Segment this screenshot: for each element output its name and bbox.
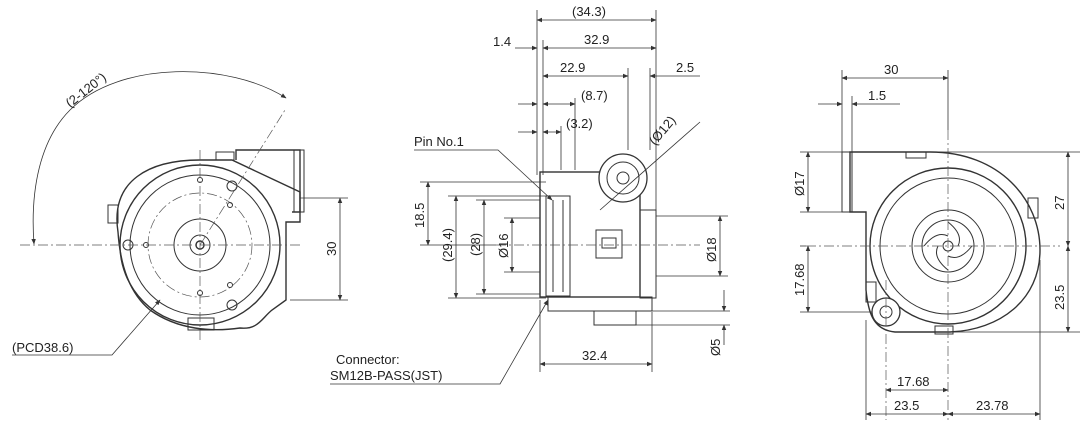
front-angle-arc	[31, 71, 287, 245]
side-bore-core	[616, 171, 630, 185]
front-pcd-label: (PCD38.6)	[12, 340, 73, 355]
front-dot-4	[227, 202, 233, 208]
rear-lower-label: 23.5	[1052, 285, 1067, 310]
side-offset-label: 1.4	[493, 34, 511, 49]
rear-lip-label: 1.5	[868, 88, 886, 103]
rear-fan-blades	[923, 221, 973, 271]
rear-bottom-right-label: 23.78	[976, 398, 1009, 413]
rear-bottom-left-label: 23.5	[894, 398, 919, 413]
rear-outlet-lip	[841, 151, 853, 213]
front-dot-5	[227, 282, 233, 288]
side-bore-label: (Ø12)	[646, 113, 679, 148]
side-pin-label: Pin No.1	[414, 134, 464, 149]
rear-view: 30 1.5 Ø17 17.68 27 23.5 17.68 23.5 23.7…	[792, 62, 1080, 420]
side-h2-label: (29.4)	[440, 228, 455, 262]
side-width-label: 32.4	[582, 348, 607, 363]
side-view: (34.3) 1.4 32.9 22.9 2.5 (8.7) (3.2) (Ø1…	[330, 4, 730, 385]
side-small-label: (3.2)	[566, 116, 593, 131]
side-total-label: (34.3)	[572, 4, 606, 19]
side-bore-leader	[599, 121, 701, 211]
side-outlet	[593, 310, 637, 326]
side-h4-label: Ø16	[496, 233, 511, 258]
front-view: (2-120°) (PCD38.6) 30	[12, 70, 348, 356]
side-bore-outer	[598, 153, 648, 203]
front-outlet-lip	[293, 149, 305, 213]
rear-tab-bottom	[934, 325, 954, 335]
front-tab-bottom	[187, 317, 215, 331]
side-motor-inner	[601, 237, 617, 249]
side-motor-block	[595, 229, 623, 259]
side-h3-label: (28)	[468, 233, 483, 256]
side-h5-label: Ø18	[704, 237, 719, 262]
rear-center-label: 17.68	[792, 263, 807, 296]
rear-housing-outline	[849, 151, 1041, 333]
rear-bottom-inner-label: 17.68	[897, 374, 930, 389]
rear-dia-label: Ø17	[792, 171, 807, 196]
rear-upper-label: 27	[1052, 196, 1067, 210]
side-lip-label: 2.5	[676, 60, 694, 75]
side-pin-leader	[414, 149, 553, 201]
side-bore-inner	[606, 161, 640, 195]
rear-tab-left	[865, 281, 877, 303]
rear-tab-right	[1027, 197, 1039, 219]
side-mid-label: (8.7)	[581, 88, 608, 103]
side-body-label: 32.9	[584, 32, 609, 47]
front-pcd-leader	[12, 299, 161, 356]
side-connector-leader	[330, 299, 549, 385]
rear-tab-top	[905, 151, 927, 159]
side-h1-label: 18.5	[412, 203, 427, 228]
front-tab-top	[215, 151, 235, 161]
front-angle-label: (2-120°)	[63, 70, 109, 111]
rear-width-label: 30	[884, 62, 898, 77]
side-rear-plate	[639, 209, 657, 299]
side-outlet-label: Ø5	[708, 339, 723, 356]
side-connector-label-1: Connector:	[336, 352, 400, 367]
side-connector-label-2: SM12B-PASS(JST)	[330, 368, 442, 383]
front-height-label: 30	[324, 242, 339, 256]
front-angle-ray	[199, 109, 286, 246]
front-screw-bottom	[226, 299, 238, 311]
side-connector	[545, 195, 571, 297]
side-bottom-flange	[547, 296, 653, 312]
side-depth-label: 22.9	[560, 60, 585, 75]
